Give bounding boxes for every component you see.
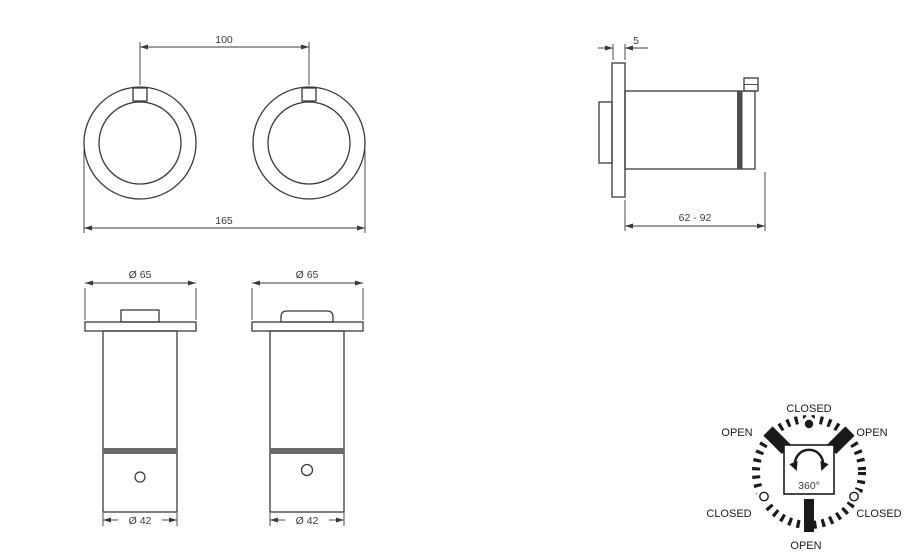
handle1-flange — [84, 321, 197, 332]
handle1-grip-ring — [103, 448, 177, 454]
dial-rotation-label: 360° — [798, 480, 820, 492]
dim-overall-width: 165 — [83, 150, 366, 233]
front-view: 100 165 — [83, 34, 366, 233]
handle2-dome — [280, 310, 334, 323]
handle2-set-screw — [300, 463, 314, 477]
side-view: 5 62 - 92 — [598, 35, 766, 231]
dial-diagram: 360° CLOSED OPEN OPEN CLOSED CLOSED OPEN — [706, 403, 901, 552]
dial-label-lower-left: CLOSED — [706, 508, 751, 520]
left-knob-notch — [132, 87, 148, 102]
dim-bottom-diameter-label-2: Ø 42 — [296, 515, 319, 527]
dim-depth-range: 62 - 92 — [624, 172, 766, 231]
flange-plate — [611, 62, 626, 198]
dial-tick-ring — [752, 415, 866, 529]
dim-depth-range-label: 62 - 92 — [679, 212, 712, 224]
handle1-stem — [120, 309, 160, 323]
dim-top-diameter-label-1: Ø 65 — [129, 269, 152, 281]
left-knob-inner-circle — [98, 101, 182, 185]
left-knob-outer-circle — [83, 86, 197, 200]
handle1-set-screw — [134, 471, 146, 483]
valve-body — [624, 90, 756, 170]
dial-label-upper-right: OPEN — [856, 427, 887, 439]
handle2-body — [269, 330, 345, 513]
handle2-grip-ring — [270, 448, 344, 454]
dial-open-dot-lower-right — [849, 491, 859, 502]
dial-label-bottom: OPEN — [790, 540, 821, 552]
right-knob-inner-circle — [267, 101, 351, 185]
dim-handle-spacing: 100 — [139, 34, 310, 85]
dim-plate-thickness-label: 5 — [633, 35, 639, 47]
dial-label-top: CLOSED — [786, 403, 831, 415]
dim-handle-spacing-label: 100 — [215, 34, 233, 46]
handle-view-2: Ø 65 Ø 42 — [251, 269, 364, 527]
wall-stub — [598, 101, 613, 164]
dim-overall-width-label: 165 — [215, 215, 233, 227]
body-trim-ring — [737, 91, 742, 169]
dim-bottom-diameter-label-1: Ø 42 — [129, 515, 152, 527]
handle2-flange — [251, 321, 364, 332]
dim-top-diameter-label-2: Ø 65 — [296, 269, 319, 281]
dial-open-dot-lower-left — [759, 491, 769, 502]
rotation-arrow — [789, 448, 829, 471]
dim-plate-thickness: 5 — [598, 35, 648, 60]
right-knob-notch — [301, 87, 317, 102]
dial-label-upper-left: OPEN — [721, 427, 752, 439]
handle1-body — [102, 330, 178, 513]
handle-view-1: Ø 65 Ø 42 — [84, 269, 197, 527]
right-knob-outer-circle — [252, 86, 366, 200]
dial-closed-dot-top — [804, 419, 814, 429]
dial-label-lower-right: CLOSED — [856, 508, 901, 520]
